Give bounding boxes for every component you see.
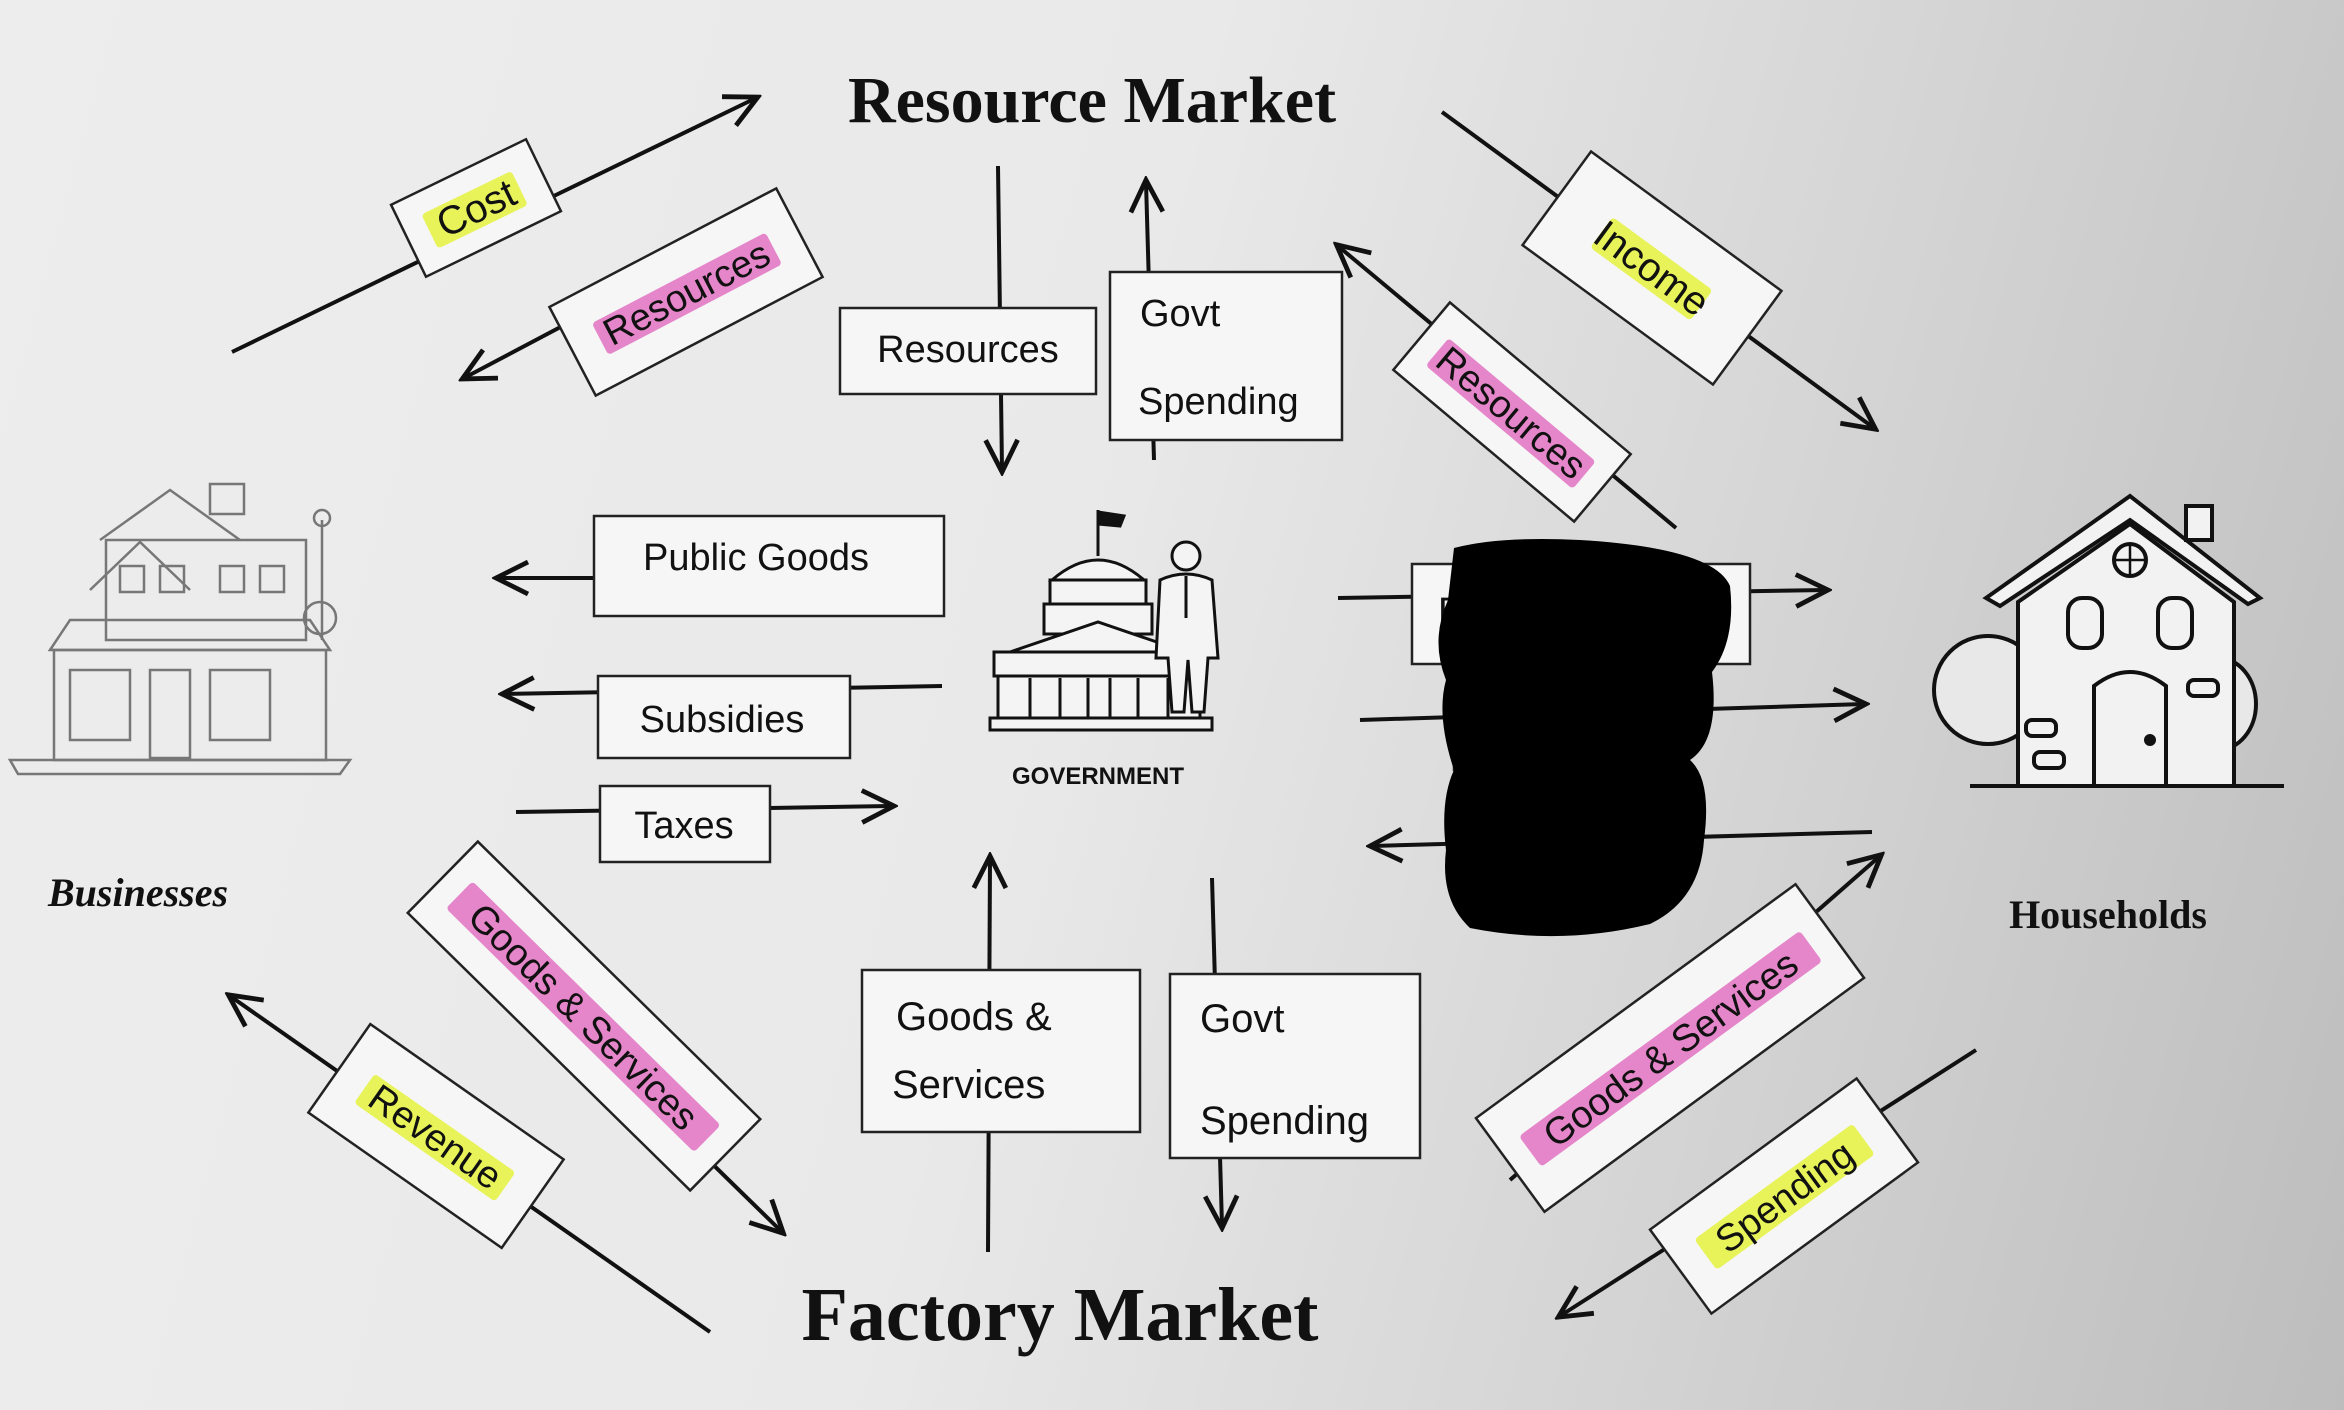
resources-left-label-box: Resources <box>547 186 825 398</box>
goods-gov-label-line1: Goods & <box>896 995 1052 1039</box>
govt-top-label: Govt <box>1140 293 1221 335</box>
goods-gov-label-box: Goods & Services <box>860 968 1142 1134</box>
redaction-block <box>1438 539 1732 937</box>
resource-market-title: Resource Market <box>848 64 1336 137</box>
goods-gov-label-line2: Services <box>892 1063 1045 1107</box>
factory-market-title: Factory Market <box>802 1273 1319 1357</box>
politician-figure-icon <box>1154 540 1220 714</box>
resources-right-label-box: Resources <box>1391 300 1633 524</box>
goods-services-left-label: Goods & Services <box>459 896 705 1139</box>
govt-bottom-label: Govt <box>1200 997 1284 1041</box>
resources-gov-label-box: Resources <box>838 306 1098 396</box>
households-label: Households <box>2009 892 2207 937</box>
revenue-label-box: Revenue <box>306 1022 566 1250</box>
public-goods-label-box: Public Goods <box>592 514 946 618</box>
businesses-label: Businesses <box>47 870 228 915</box>
subsidies-label: Subsidies <box>640 699 805 741</box>
taxes-label-box: Taxes <box>598 784 772 864</box>
cost-label-box: Cost <box>389 137 563 279</box>
spending-right-label-box: Spending <box>1648 1076 1920 1316</box>
house-icon <box>1932 493 2284 788</box>
resources-gov-label: Resources <box>877 329 1059 371</box>
public-goods-label: Public Goods <box>643 537 869 579</box>
taxes-label: Taxes <box>634 805 733 847</box>
government-building-icon <box>988 510 1214 732</box>
income-label-box: Income <box>1520 149 1784 387</box>
govt-spending-bottom-box: Govt Spending <box>1168 972 1422 1160</box>
govt-spending-top-box: Govt Spending <box>1108 270 1344 442</box>
subsidies-label-box: Subsidies <box>596 674 852 760</box>
store-building-icon <box>7 482 353 776</box>
spending-bottom-label: Spending <box>1200 1099 1369 1143</box>
spending-top-label: Spending <box>1138 381 1299 423</box>
government-label: GOVERNMENT <box>1012 763 1184 790</box>
